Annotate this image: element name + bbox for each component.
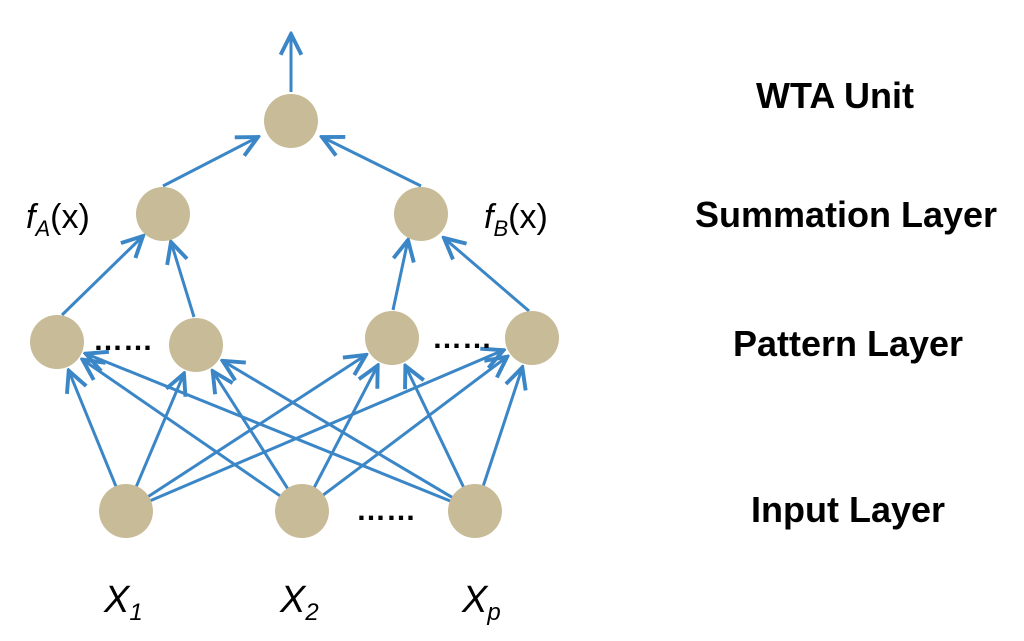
edge-inP-p3	[405, 366, 466, 490]
layer-label-summation: Summation Layer	[695, 194, 997, 235]
pattern-ellipsis-left: ……	[93, 324, 153, 357]
layer-label-wta: WTA Unit	[756, 75, 914, 116]
edge-inP-p4	[481, 367, 522, 488]
input-label-1-sub: 1	[129, 599, 142, 626]
edge-in1-p1	[69, 371, 118, 489]
edge-p3-sumB	[391, 240, 408, 311]
input-label-p-main: X	[461, 579, 489, 621]
input-label-2-sub: 2	[304, 599, 318, 626]
function-label-a-sub: A	[33, 216, 50, 241]
node-sumA	[136, 187, 190, 241]
input-label-p-sub: p	[486, 599, 500, 626]
layer-label-input: Input Layer	[751, 489, 945, 530]
network-nodes	[30, 94, 559, 538]
function-label-a: fA(x)	[26, 198, 90, 241]
node-p1	[30, 315, 84, 369]
input-label-1: X1	[103, 579, 143, 626]
edge-inP-p1	[86, 354, 453, 504]
node-p3	[365, 311, 419, 365]
edge-in1-p2	[134, 374, 184, 489]
function-label-b: fB(x)	[484, 198, 548, 241]
node-sumB	[394, 187, 448, 241]
node-p2	[169, 318, 223, 372]
edge-sumA-wta	[162, 137, 258, 188]
node-in1	[99, 484, 153, 538]
edge-sumB-wta	[322, 137, 422, 188]
edge-in1-p4	[148, 350, 503, 503]
input-label-2: X2	[279, 579, 319, 626]
function-label-a-arg: (x)	[50, 198, 90, 236]
node-wta	[264, 94, 318, 148]
node-inP	[448, 484, 502, 538]
node-in2	[275, 484, 329, 538]
pattern-ellipsis-right: ……	[432, 322, 492, 355]
input-label-1-main: X	[103, 579, 131, 621]
function-label-b-sub: B	[493, 216, 508, 241]
edge-in1-p3	[146, 355, 366, 499]
edge-p1-sumA	[60, 236, 143, 317]
node-p4	[505, 311, 559, 365]
edge-in2-p4	[321, 357, 507, 498]
function-label-b-arg: (x)	[508, 198, 548, 236]
input-label-p: Xp	[461, 579, 501, 626]
edge-inP-p2	[223, 361, 455, 500]
edge-p4-sumB	[444, 238, 530, 313]
edge-in2-p3	[312, 366, 378, 490]
edge-in2-p2	[213, 371, 290, 491]
edge-p2-sumA	[171, 242, 196, 318]
input-label-2-main: X	[279, 579, 307, 621]
layer-label-pattern: Pattern Layer	[733, 323, 963, 364]
connection-edges	[60, 34, 530, 504]
edge-in2-p1	[83, 360, 283, 499]
input-ellipsis: ……	[356, 494, 416, 527]
